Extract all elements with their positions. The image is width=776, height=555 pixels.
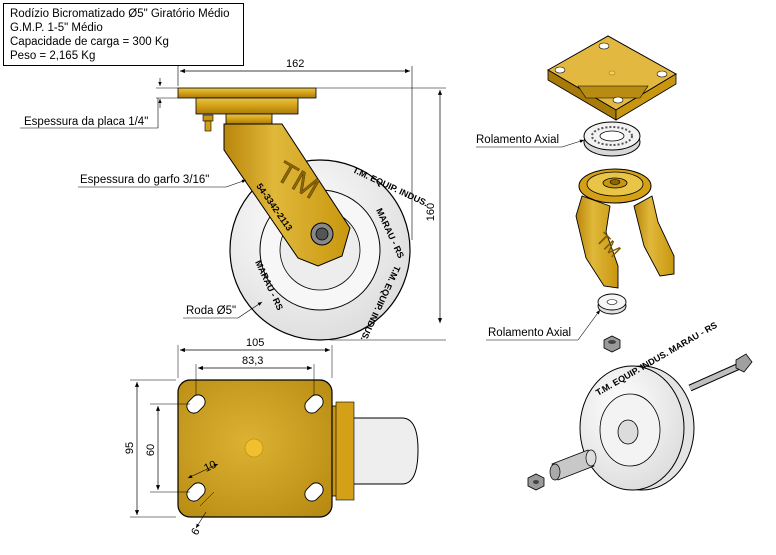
bearing-bottom-label: Rolamento Axial [488, 327, 571, 339]
wheel-callout: Roda Ø5" [183, 301, 263, 319]
exploded-top-plate [547, 35, 677, 121]
title-line-3: Capacidade de carga = 300 Kg [10, 36, 169, 48]
dim-10-text: 10 [202, 459, 218, 475]
exploded-view: Rolamento Axial TM Rolamento Axial [476, 35, 753, 491]
wheel-label: Roda Ø5" [186, 305, 236, 317]
dim-83-text: 83,3 [242, 355, 263, 367]
dim-95-text: 95 [124, 442, 136, 454]
title-line-1: Rodízio Bicromatizado Ø5" Giratório Médi… [10, 8, 230, 20]
dim-60-text: 60 [145, 444, 157, 456]
exploded-top-bearing: Rolamento Axial [476, 121, 641, 157]
plate-slot-br [304, 482, 324, 502]
exploded-axle-nut [527, 473, 545, 491]
exploded-wheel: T.M. EQUIP. INDUS. MARAU - RS [579, 320, 719, 491]
title-line-4: Peso = 2,165 Kg [10, 50, 96, 62]
dim-6-text: 6 [189, 526, 202, 537]
fork-thickness-callout: Espessura do garfo 3/16" [78, 174, 247, 188]
bearing-top-label: Rolamento Axial [476, 134, 559, 146]
dim-105-text: 105 [246, 337, 264, 349]
plate-slot-tr [304, 394, 324, 414]
side-top-plate [177, 87, 317, 132]
title-block: Rodízio Bicromatizado Ø5" Giratório Médi… [3, 3, 244, 66]
exploded-bottom-bearing: Rolamento Axial [486, 293, 627, 341]
exploded-axle-bolt [688, 353, 753, 392]
side-view: T.M. EQUIP. INDUS. MARAU - RS T.M. EQUIP… [20, 58, 446, 343]
dim-162-text: 162 [286, 58, 304, 70]
plate-slot-bl [186, 482, 206, 502]
plate-thickness-callout: Espessura da placa 1/4" [20, 78, 178, 129]
plate-thickness-label: Espessura da placa 1/4" [24, 116, 148, 128]
title-line-2: G.M.P. 1-5" Médio [10, 22, 103, 34]
exploded-top-nut [603, 335, 621, 353]
exploded-fork: TM [575, 168, 675, 289]
plate-top-view: 105 83,3 95 60 10 6 [124, 337, 419, 538]
dim-height-160: 160 [316, 87, 446, 341]
fork-thickness-label: Espessura do garfo 3/16" [80, 174, 209, 186]
dim-width-162: 162 [177, 58, 413, 240]
exploded-spacer-tube [549, 449, 597, 481]
plate-slot-tl [186, 394, 206, 414]
dim-160-text: 160 [425, 203, 437, 221]
